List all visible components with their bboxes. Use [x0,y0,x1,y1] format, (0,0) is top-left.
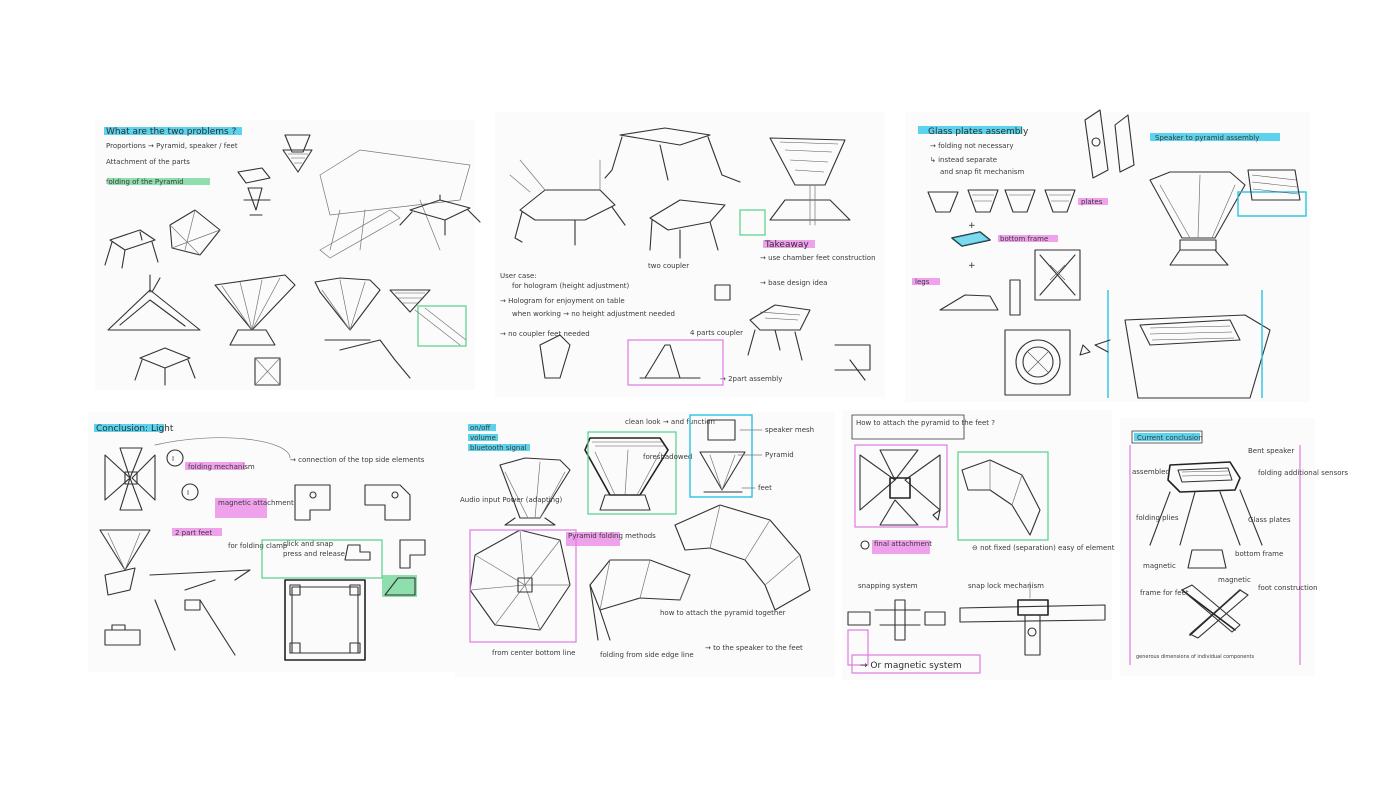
p3-note-1: → folding not necessary [930,142,1013,150]
p2-two-coupler: two coupler [648,262,689,270]
p7-not-fixed: ⊖ not fixed (separation) easy of element [972,544,1115,552]
p5-two-part-feet: 2 part feet [175,529,212,537]
p1-heading: What are the two problems ? [106,127,237,137]
p2-no-coupler: → no coupler feet needed [500,330,590,338]
p3-heading: Glass plates assembly [928,127,1029,137]
p3-legs: legs [915,278,930,286]
p2-hologram-enjoy: → Hologram for enjoyment on table [500,297,625,305]
p7-magnetic: → Or magnetic system [860,661,962,671]
p1-item-1: Proportions → Pyramid, speaker / feet [106,142,238,150]
panel-attach-feet: How to attach the pyramid to the feet ? … [847,414,1115,674]
p6-tag-volume: volume [470,434,496,442]
p6-pyramid: Pyramid [765,451,794,459]
p2-four-parts: 4 parts coupler [690,329,743,337]
sheet-top-left [95,120,475,390]
p2-working: when working → no height adjustment need… [512,310,675,318]
p1-item-3: folding of the Pyramid [106,178,184,186]
p8-label-frame-feet: frame for feet [1140,589,1189,597]
p6-from-center: from center bottom line [492,649,575,657]
p6-foreshadowed: foreshadowed [643,453,692,461]
p3-note-3: and snap fit mechanism [940,168,1025,176]
p8-label-plies: folding plies [1136,514,1179,522]
svg-text:+: + [968,261,976,271]
p6-speaker-mesh: speaker mesh [765,426,814,434]
p7-final-attachment: final attachment [874,540,932,548]
panel-coupler: User case: for hologram (height adjustme… [500,127,876,386]
p5-for-folding: for folding clamp [228,542,288,550]
p8-label-glass: Glass plates [1248,516,1291,524]
p6-tag-bluetooth: bluetooth signal [470,444,527,452]
p2-chamber: → use chamber feet construction [760,254,876,262]
p5-connection: → connection of the top side elements [290,456,425,464]
p6-audio-input: Audio input Power (adapting) [460,496,563,504]
p5-magnetic: magnetic attachment [218,499,294,507]
p7-snap-lock: snap lock mechanism [968,582,1044,590]
p3-note-2: ↳ instead separate [930,156,997,164]
p6-pyramid-folding: Pyramid folding methods [568,532,656,540]
p7-heading: How to attach the pyramid to the feet ? [856,419,995,427]
svg-text:I: I [172,455,174,463]
p8-label-speaker: Bent speaker [1248,447,1294,455]
panel-glass-plates: Glass plates assembly → folding not nece… [912,109,1135,396]
p3-bottom-frame: bottom frame [1000,235,1048,243]
p8-heading: Current conclusion [1137,434,1203,442]
p2-hologram: for hologram (height adjustment) [512,282,630,290]
sheet-bottom-4 [1120,418,1315,676]
p8-label-magnetic-1: magnetic [1143,562,1176,570]
svg-text:+: + [968,221,976,231]
p6-attach-pyramid: how to attach the pyramid together [660,609,786,617]
p8-label-frame: bottom frame [1235,550,1283,558]
p4-heading: Speaker to pyramid assembly [1155,134,1259,142]
p6-folding-side: folding from side edge line [600,651,694,659]
panel-problems: What are the two problems ? Proportions … [104,127,481,386]
p6-speaker-feet: → to the speaker to the feet [705,644,803,652]
p1-item-2: Attachment of the parts [106,158,190,166]
p8-label-assembled: assembled [1132,468,1170,476]
p2-two-part: → 2part assembly [720,375,782,383]
panel-speaker-pyramid: Speaker to pyramid assembly [1094,133,1307,399]
sheet-bottom-1 [88,412,468,672]
p8-label-generous: generous dimensions of individual compon… [1136,654,1255,660]
p6-feet: feet [758,484,772,492]
p5-folding: folding mechanism [188,463,255,471]
panel-pyramid-folding: on/off volume bluetooth signal Audio inp… [460,414,814,659]
panel-conclusion-light: Conclusion: Light I I folding mechanism … [94,424,426,661]
panel-current-conclusion: Current conclusion assembled Bent speake… [1129,430,1348,665]
p8-label-foot: foot construction [1258,584,1318,592]
svg-text:I: I [187,489,189,497]
sheet-top-middle [495,112,885,397]
p6-tag-onoff: on/off [470,424,490,432]
p8-label-magnetic-2: magnetic [1218,576,1251,584]
p5-heading: Conclusion: Light [96,424,174,434]
p2-base-idea: → base design idea [760,279,827,287]
p2-user-case: User case: [500,272,537,280]
p3-plates-label: plates [1081,198,1103,206]
p5-press-release: press and release [283,550,345,558]
p8-label-sensors: folding additional sensors [1258,469,1348,477]
p7-snapping: snapping system [858,582,918,590]
sheet-bottom-2 [455,412,835,677]
p6-clean-look: clean look → and function [625,418,715,426]
p5-click-snap: click and snap [283,540,334,548]
p2-takeaway: Takeaway [764,240,809,250]
